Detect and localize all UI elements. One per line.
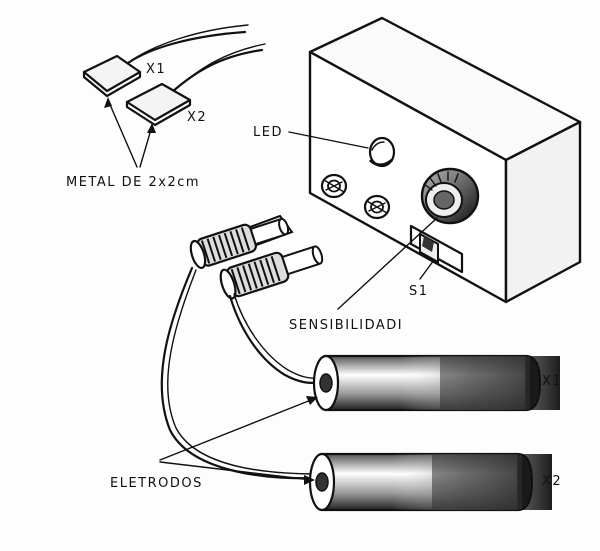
sensitivity-knob bbox=[420, 167, 480, 225]
box-side bbox=[504, 120, 582, 304]
switch-s1 bbox=[409, 224, 464, 274]
plate-x1-edge bbox=[82, 70, 142, 98]
cable-to-x2 bbox=[160, 266, 320, 480]
s1-pointer bbox=[419, 259, 435, 280]
eletrodos-arrowhead-1 bbox=[306, 396, 318, 405]
metal-arrow-1 bbox=[107, 99, 138, 168]
metal-arrowhead-1 bbox=[104, 97, 112, 108]
metal-plates-group: X1 X2 METAL DE 2x2cm bbox=[66, 24, 266, 190]
led-pointer bbox=[288, 131, 369, 149]
plate-x2 bbox=[125, 82, 192, 122]
plate-x1-label: X1 bbox=[146, 62, 166, 77]
plug-right bbox=[219, 245, 324, 300]
jack-right bbox=[363, 194, 391, 220]
eletrodos-arrowhead-2 bbox=[304, 475, 315, 485]
s1-label: S1 bbox=[409, 284, 429, 299]
cable-to-x2-inner bbox=[167, 269, 319, 475]
led-highlight bbox=[371, 141, 385, 151]
cable-to-x1 bbox=[228, 294, 324, 384]
eletrodos-arrow-1 bbox=[159, 397, 317, 461]
plug-left bbox=[189, 214, 294, 270]
plate-x1-wire-2 bbox=[131, 24, 249, 61]
eletrodos-label: ELETRODOS bbox=[110, 476, 203, 491]
plate-x2-edge bbox=[125, 98, 192, 127]
electrode-x2-label: X2 bbox=[542, 474, 562, 489]
jack-left bbox=[320, 173, 348, 199]
metal-size-label: METAL DE 2x2cm bbox=[66, 175, 200, 190]
electrode-x2 bbox=[308, 452, 552, 512]
control-box: LED S1 SENSIBILIDADI bbox=[253, 16, 582, 333]
led-label: LED bbox=[253, 125, 283, 140]
led-shadow bbox=[368, 158, 393, 167]
eletrodos-arrow-2 bbox=[159, 461, 313, 481]
sensibilidade-label: SENSIBILIDADI bbox=[289, 318, 403, 333]
cable-to-x1-inner bbox=[233, 293, 323, 379]
plate-x2-wire-2 bbox=[175, 43, 266, 90]
plate-x2-wire bbox=[170, 48, 264, 94]
sensibilidade-pointer bbox=[337, 217, 438, 310]
plate-x2-label: X2 bbox=[187, 110, 207, 125]
electrode-x1 bbox=[312, 354, 560, 412]
electrode-x1-label: X1 bbox=[542, 374, 562, 389]
metal-arrowhead-2 bbox=[147, 123, 156, 133]
